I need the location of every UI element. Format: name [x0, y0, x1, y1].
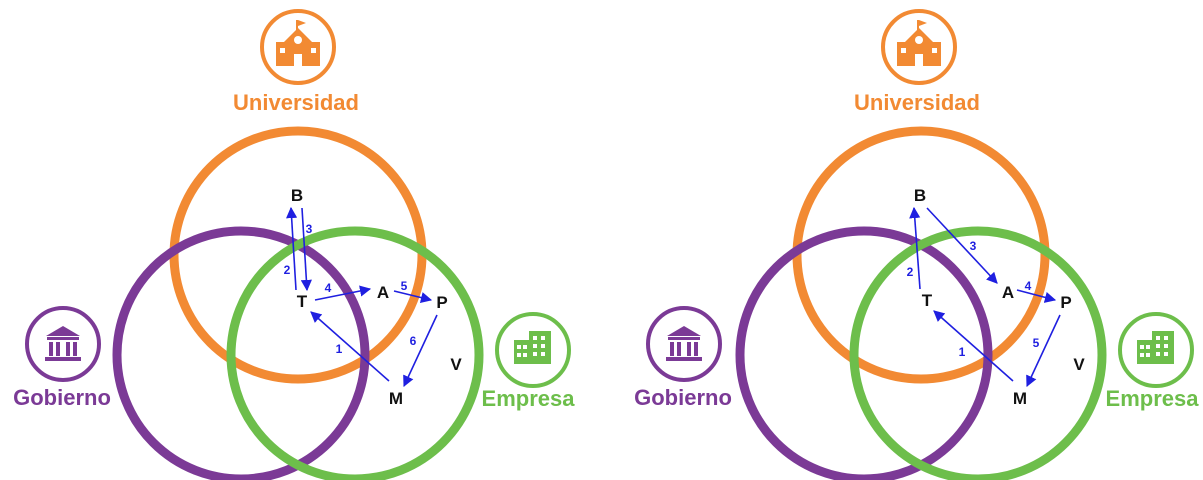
node-m: M — [1013, 389, 1027, 408]
node-a: A — [377, 283, 389, 302]
step-1-label: 1 — [959, 345, 966, 359]
step-3-arrow — [300, 207, 312, 292]
node-p: P — [436, 293, 447, 312]
step-5-arrow — [393, 290, 433, 304]
gobierno-circle — [735, 226, 993, 480]
empresa-label: Empresa — [1106, 386, 1200, 411]
empresa-circle — [849, 226, 1107, 480]
step-4-arrow — [314, 285, 372, 301]
node-b: B — [291, 186, 303, 205]
step-5-label: 5 — [401, 279, 408, 293]
node-v: V — [1073, 355, 1085, 374]
step-2-arrow — [286, 206, 298, 291]
step-3-label: 3 — [306, 222, 313, 236]
node-t: T — [922, 291, 933, 310]
node-b: B — [914, 186, 926, 205]
universidad-label: Universidad — [233, 90, 359, 115]
universidad-circle — [169, 126, 427, 384]
empresa-circle — [226, 226, 484, 480]
school-building-icon — [260, 9, 336, 85]
universidad-label: Universidad — [854, 90, 980, 115]
node-v: V — [450, 355, 462, 374]
diagram-1: Universidad Gobierno — [13, 9, 576, 480]
node-p: P — [1060, 293, 1071, 312]
diagram-2: Universidad Gobierno — [634, 9, 1200, 480]
node-a: A — [1002, 283, 1014, 302]
node-t: T — [297, 292, 308, 311]
universidad-circle — [792, 126, 1050, 384]
step-5-arrow — [1026, 314, 1061, 388]
step-4-label: 4 — [1025, 279, 1032, 293]
step-2-label: 2 — [907, 265, 914, 279]
step-6-label: 6 — [410, 334, 417, 348]
gobierno-label: Gobierno — [13, 385, 111, 410]
government-building-icon — [25, 306, 101, 382]
empresa-label: Empresa — [482, 386, 576, 411]
government-building-icon — [646, 306, 722, 382]
step-3-arrow — [926, 207, 998, 284]
step-5-label: 5 — [1033, 336, 1040, 350]
step-1-arrow — [933, 310, 1014, 382]
step-3-label: 3 — [970, 239, 977, 253]
step-2-label: 2 — [284, 263, 291, 277]
school-building-icon — [881, 9, 957, 85]
step-4-arrow — [1016, 289, 1057, 303]
office-building-icon — [1118, 312, 1194, 388]
gobierno-circle — [112, 226, 370, 480]
step-6-arrow — [403, 314, 438, 388]
node-m: M — [389, 389, 403, 408]
step-1-arrow — [310, 311, 390, 382]
gobierno-label: Gobierno — [634, 385, 732, 410]
office-building-icon — [495, 312, 571, 388]
step-2-arrow — [909, 206, 921, 290]
step-1-label: 1 — [336, 342, 343, 356]
step-4-label: 4 — [325, 281, 332, 295]
